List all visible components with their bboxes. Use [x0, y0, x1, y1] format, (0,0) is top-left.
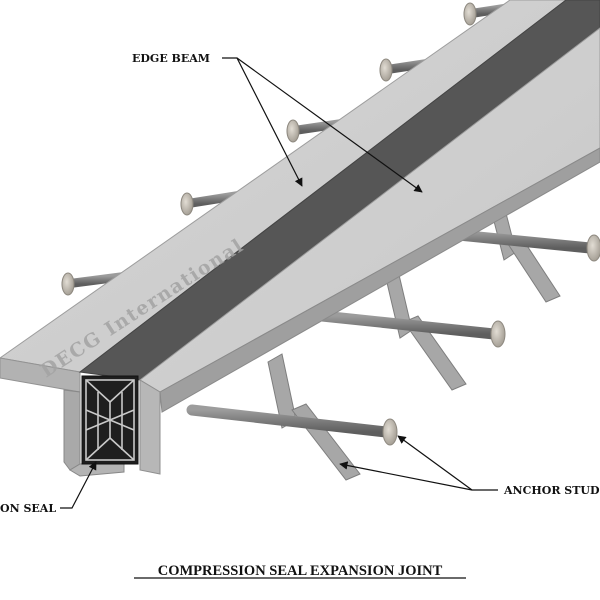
right-beam-top: [139, 27, 600, 393]
edge-beam: [0, 0, 600, 477]
edge-beam-label: EDGE BEAM: [132, 52, 210, 65]
compression-seal-section: [81, 375, 139, 465]
diagram-caption: COMPRESSION SEAL EXPANSION JOINT: [158, 563, 443, 579]
front-stud-3: [316, 310, 506, 348]
front-stud-4: [186, 404, 398, 446]
right-beam-side: [139, 379, 161, 475]
front-anchor-studs: [186, 109, 600, 481]
leader-lines: [60, 57, 498, 509]
compression-seal-label: ON SEAL: [0, 502, 56, 515]
anchor-stud-label: ANCHOR STUD: [503, 484, 600, 497]
